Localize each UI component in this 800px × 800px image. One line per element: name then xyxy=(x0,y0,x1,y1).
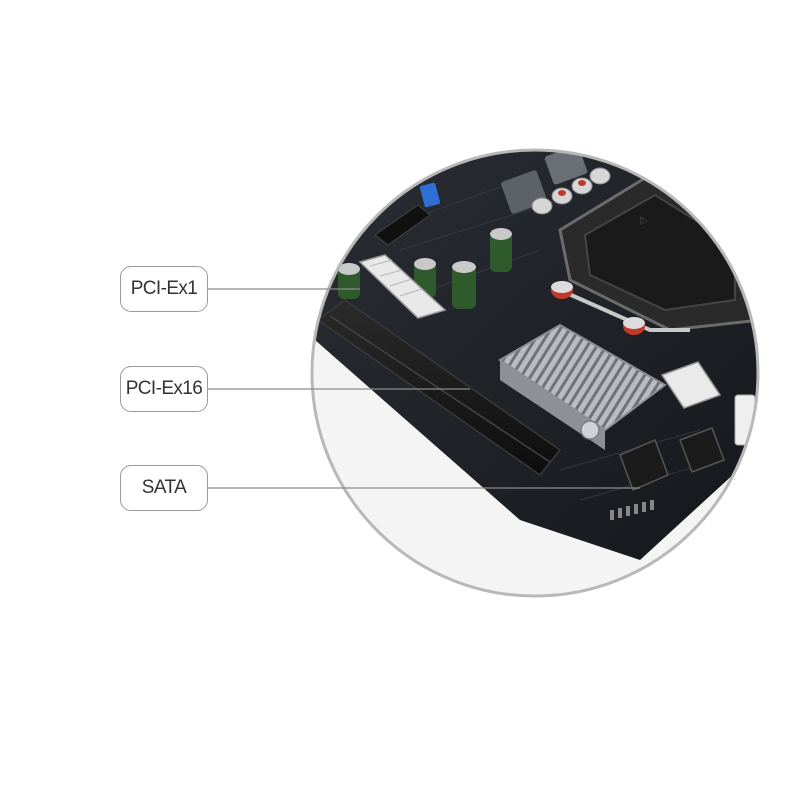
callout-sata: SATA xyxy=(120,465,208,511)
lens-ring xyxy=(310,148,760,598)
sata-ports xyxy=(619,361,725,491)
cpu-socket: ⚠ xyxy=(558,173,758,332)
lens-content: ⚠ xyxy=(312,150,758,596)
chipset-heatsink xyxy=(498,323,667,450)
blue-jumper xyxy=(419,182,441,208)
pin-headers xyxy=(610,500,654,520)
callout-pcie-x16: PCI-Ex16 xyxy=(120,366,208,412)
pcie-x1-slot xyxy=(358,254,447,319)
callout-pcie-x1: PCI-Ex1 xyxy=(120,266,208,312)
capacitors xyxy=(338,167,645,335)
small-slot xyxy=(374,204,431,246)
